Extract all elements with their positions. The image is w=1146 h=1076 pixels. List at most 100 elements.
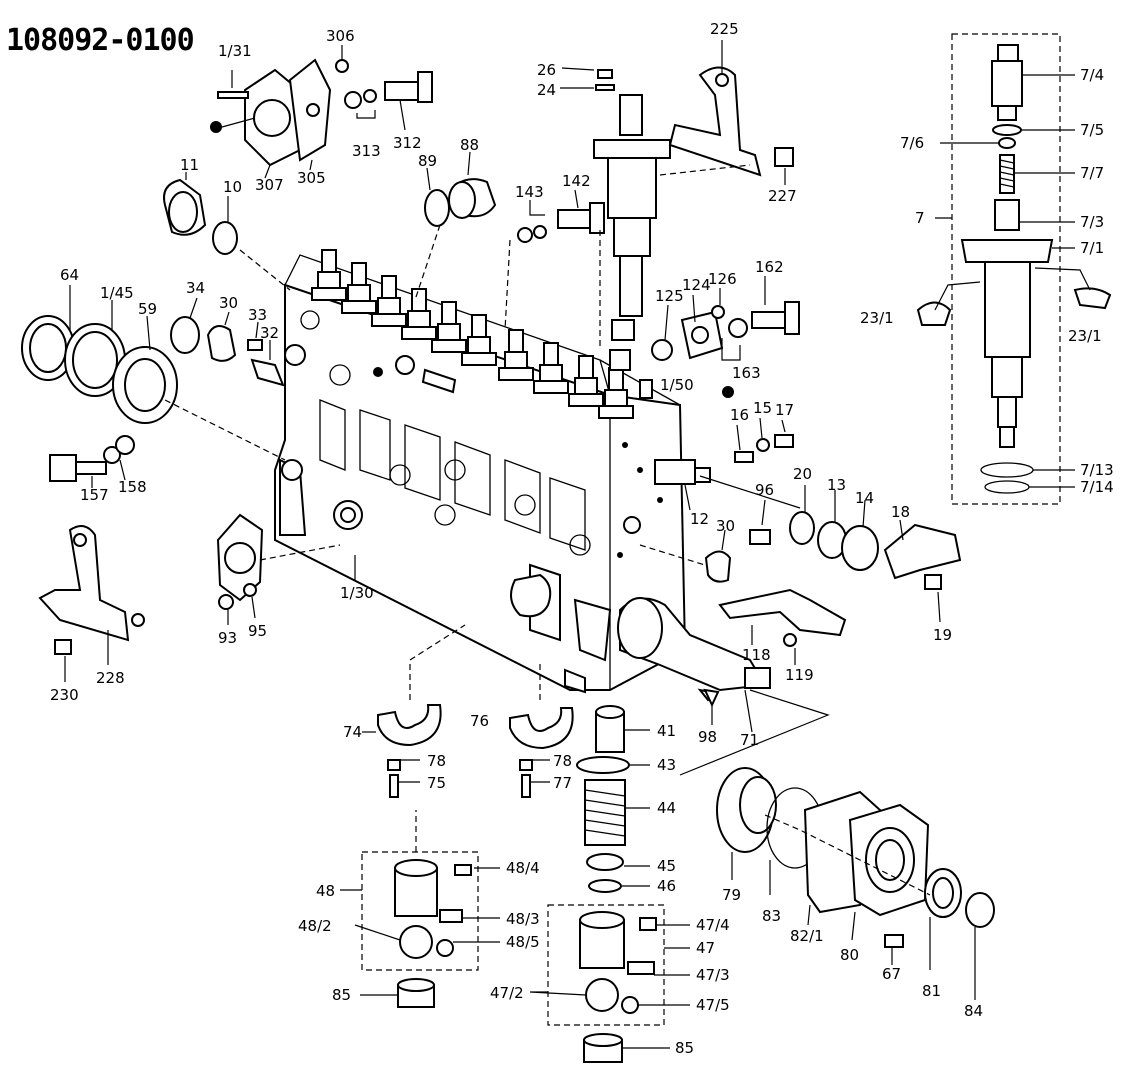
label-157: 157: [80, 486, 109, 504]
label-230: 230: [50, 686, 79, 704]
label-228: 228: [96, 669, 125, 687]
label-1-30: 1/30: [340, 584, 374, 602]
label-47-3: 47/3: [696, 966, 730, 984]
label-75: 75: [427, 774, 446, 792]
label-44: 44: [657, 799, 676, 817]
label-82-1: 82/1: [790, 927, 824, 945]
label-18: 18: [891, 503, 910, 521]
label-89: 89: [418, 152, 437, 170]
label-84: 84: [964, 1002, 983, 1020]
label-48-2: 48/2: [298, 917, 332, 935]
label-1-31: 1/31: [218, 42, 252, 60]
label-225: 225: [710, 20, 739, 38]
diagram-title: 108092-0100: [6, 23, 194, 58]
group-47: [529, 904, 690, 1063]
label-12: 12: [690, 510, 709, 528]
label-74: 74: [343, 723, 362, 741]
label-10: 10: [223, 178, 242, 196]
camshaft-71: [617, 597, 830, 776]
bracket-228: [38, 525, 145, 682]
delivery-valve-holders: [311, 249, 653, 419]
label-71: 71: [740, 731, 759, 749]
label-48: 48: [316, 882, 335, 900]
label-47: 47: [696, 939, 715, 957]
label-7-13: 7/13: [1080, 461, 1114, 479]
label-125: 125: [655, 287, 684, 305]
label-158: 158: [118, 478, 147, 496]
label-143: 143: [515, 183, 544, 201]
label-77: 77: [553, 774, 572, 792]
label-93: 93: [218, 629, 237, 647]
label-20: 20: [793, 465, 812, 483]
label-34: 34: [186, 279, 205, 297]
label-142: 142: [562, 172, 591, 190]
label-79: 79: [722, 886, 741, 904]
control-rack-74: [362, 624, 466, 798]
part-labels: 1/31 306 313 312 307 305 11 10 89 88 26 …: [50, 20, 1114, 1057]
label-163: 163: [732, 364, 761, 382]
label-96: 96: [755, 481, 774, 499]
label-33: 33: [248, 306, 267, 324]
label-7-3: 7/3: [1080, 213, 1104, 231]
label-7-4: 7/4: [1080, 66, 1104, 84]
label-7-14: 7/14: [1080, 478, 1114, 496]
label-16: 16: [730, 406, 749, 424]
label-47-4: 47/4: [696, 916, 730, 934]
tappet-stack: [576, 705, 650, 893]
label-59: 59: [138, 300, 157, 318]
label-98: 98: [698, 728, 717, 746]
label-7-6: 7/6: [900, 134, 924, 152]
plugs-11-10-89-88: [163, 151, 497, 301]
label-88: 88: [460, 136, 479, 154]
label-7-1: 7/1: [1080, 239, 1104, 257]
label-78-left: 78: [427, 752, 446, 770]
label-305: 305: [297, 169, 326, 187]
label-30-lower: 30: [716, 517, 735, 535]
label-30-upper: 30: [219, 294, 238, 312]
label-47-2: 47/2: [490, 984, 524, 1002]
group-7-delivery-valve: [916, 33, 1112, 505]
label-306: 306: [326, 27, 355, 45]
label-23-1-left: 23/1: [860, 309, 894, 327]
label-17: 17: [775, 401, 794, 419]
label-24: 24: [537, 81, 556, 99]
label-80: 80: [840, 946, 859, 964]
label-81: 81: [922, 982, 941, 1000]
label-118: 118: [742, 646, 771, 664]
label-48-5: 48/5: [506, 933, 540, 951]
label-11: 11: [180, 156, 199, 174]
label-313: 313: [352, 142, 381, 160]
label-41: 41: [657, 722, 676, 740]
label-78-right: 78: [553, 752, 572, 770]
governor-side-parts: [639, 485, 962, 623]
label-23-1-right: 23/1: [1068, 327, 1102, 345]
label-85-left: 85: [332, 986, 351, 1004]
label-126: 126: [708, 270, 737, 288]
label-26: 26: [537, 61, 556, 79]
shaft-group-12-17: [654, 417, 801, 511]
plate-group-93-95: [216, 513, 356, 625]
label-19: 19: [933, 626, 952, 644]
label-162: 162: [755, 258, 784, 276]
label-45: 45: [657, 857, 676, 875]
label-67: 67: [882, 965, 901, 983]
label-46: 46: [657, 877, 676, 895]
label-43: 43: [657, 756, 676, 774]
label-1-50: 1/50: [660, 376, 694, 394]
label-15: 15: [753, 399, 772, 417]
group-48: [340, 810, 500, 1008]
label-32: 32: [260, 324, 279, 342]
label-14: 14: [855, 489, 874, 507]
label-47-5: 47/5: [696, 996, 730, 1014]
label-76: 76: [470, 712, 489, 730]
key-98: [703, 688, 720, 708]
label-307: 307: [255, 176, 284, 194]
bracket-118: [718, 588, 847, 665]
label-1-45: 1/45: [100, 284, 134, 302]
label-227: 227: [768, 187, 797, 205]
flange-housing-group: [716, 767, 995, 1000]
label-124: 124: [682, 276, 711, 294]
bolt-157-158: [49, 435, 135, 488]
label-83: 83: [762, 907, 781, 925]
